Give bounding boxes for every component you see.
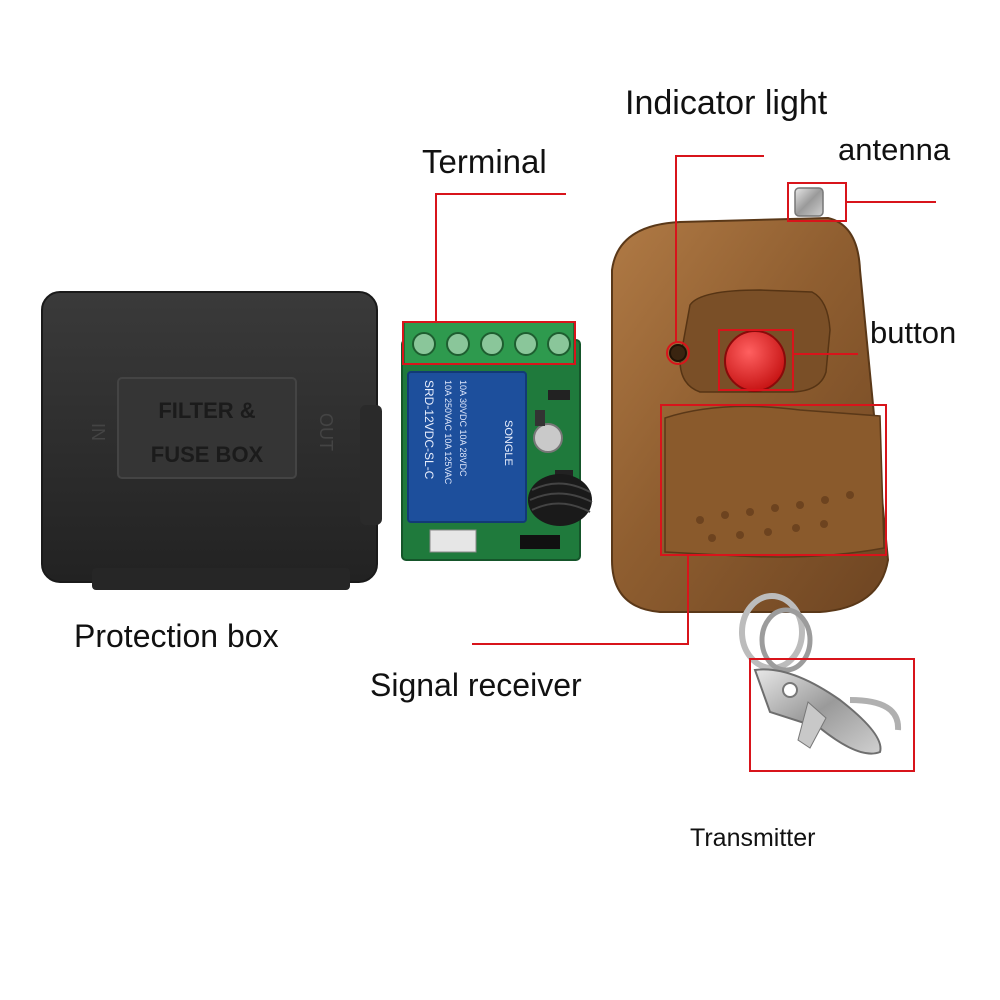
antenna-coil [528, 474, 593, 526]
box-print-in: IN [88, 423, 108, 441]
signal-receiver-callout-line [472, 555, 689, 645]
grip-dots [696, 491, 854, 542]
antenna-label: antenna [838, 132, 951, 167]
signal-receiver-label: Signal receiver [370, 667, 582, 703]
protection-box: FILTER & FUSE BOX IN OUT [41, 291, 382, 590]
signal-receiver-callout-box [660, 404, 887, 556]
protection-box-label: Protection box [74, 618, 279, 654]
clasp-callout-box [749, 658, 915, 772]
relay: SRD-12VDC-SL-C 10A 250VAC 10A 125VAC 10A… [407, 371, 527, 523]
terminal-screws [412, 332, 571, 356]
box-print-line1: FILTER & [158, 398, 255, 423]
transmitter-label: Transmitter [690, 824, 816, 852]
terminal-label: Terminal [422, 143, 547, 180]
callouts [402, 155, 936, 772]
relay-rating-2: 10A 30VDC 10A 28VDC [458, 380, 468, 477]
indicator-callout-line [675, 155, 764, 342]
relay-brand: SONGLE [502, 420, 514, 466]
terminal-callout-line [435, 193, 566, 322]
key-clasp [753, 668, 902, 755]
indicator-light-label: Indicator light [625, 84, 828, 122]
button-callout-box [718, 329, 794, 391]
box-print-line2: FUSE BOX [151, 442, 264, 467]
receiver-board: SRD-12VDC-SL-C 10A 250VAC 10A 125VAC 10A… [401, 321, 593, 561]
remote-transmitter [611, 187, 902, 755]
box-print-out: OUT [316, 413, 336, 451]
button-label: button [870, 315, 957, 350]
terminal-callout-box [402, 321, 576, 365]
indicator-callout-dot [666, 341, 690, 365]
relay-rating-1: 10A 250VAC 10A 125VAC [443, 380, 453, 485]
relay-model: SRD-12VDC-SL-C [422, 380, 436, 480]
